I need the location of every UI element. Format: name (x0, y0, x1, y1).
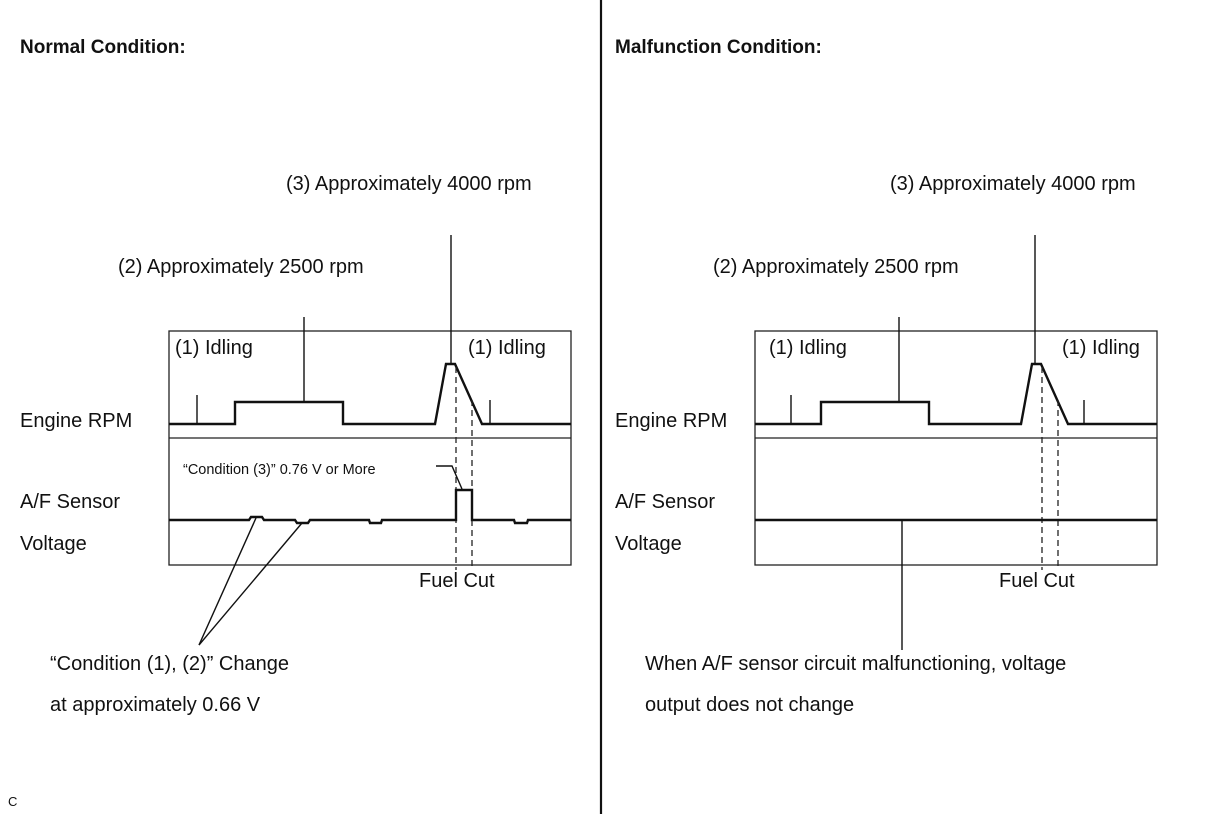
normal-engine-rpm-label: Engine RPM (20, 410, 132, 432)
normal-condition2-pointer (198, 522, 303, 646)
normal-chart-frame (168, 330, 572, 566)
malfunction-note-line2: output does not change (645, 694, 854, 716)
malfunction-condition-panel: Malfunction Condition: (3) Approximately… (615, 37, 1158, 716)
normal-condition12-line2: at approximately 0.66 V (50, 694, 261, 716)
malfunction-af-sensor-label: A/F Sensor (615, 491, 715, 513)
normal-condition1-pointer (198, 517, 257, 646)
malfunction-label-2500rpm: (2) Approximately 2500 rpm (713, 256, 959, 278)
normal-voltage-label: Voltage (20, 533, 87, 555)
normal-condition-panel: Normal Condition: (3) Approximately 4000… (8, 37, 572, 809)
corner-mark: C (8, 794, 17, 809)
malfunction-engine-rpm-label: Engine RPM (615, 410, 727, 432)
malfunction-voltage-label: Voltage (615, 533, 682, 555)
malfunction-note-line1: When A/F sensor circuit malfunctioning, … (645, 653, 1066, 675)
malfunction-fuel-cut-label: Fuel Cut (999, 570, 1075, 592)
malfunction-idling-left-label: (1) Idling (769, 337, 847, 359)
normal-condition3-note: “Condition (3)” 0.76 V or More (183, 462, 376, 478)
malfunction-label-4000rpm: (3) Approximately 4000 rpm (890, 173, 1136, 195)
normal-engine-rpm-trace (169, 362, 571, 426)
normal-heading: Normal Condition: (20, 37, 186, 58)
normal-label-4000rpm: (3) Approximately 4000 rpm (286, 173, 532, 195)
normal-idling-left-label: (1) Idling (175, 337, 253, 359)
normal-condition3-pointer (436, 465, 463, 490)
malfunction-engine-rpm-trace (755, 362, 1157, 426)
normal-label-2500rpm: (2) Approximately 2500 rpm (118, 256, 364, 278)
malfunction-idling-right-label: (1) Idling (1062, 337, 1140, 359)
malfunction-heading: Malfunction Condition: (615, 37, 822, 58)
normal-idling-right-label: (1) Idling (468, 337, 546, 359)
normal-af-sensor-label: A/F Sensor (20, 491, 120, 513)
normal-condition12-line1: “Condition (1), (2)” Change (50, 653, 289, 675)
normal-fuel-cut-label: Fuel Cut (419, 570, 495, 592)
normal-af-voltage-trace (169, 488, 571, 525)
malfunction-chart-frame (754, 330, 1158, 566)
